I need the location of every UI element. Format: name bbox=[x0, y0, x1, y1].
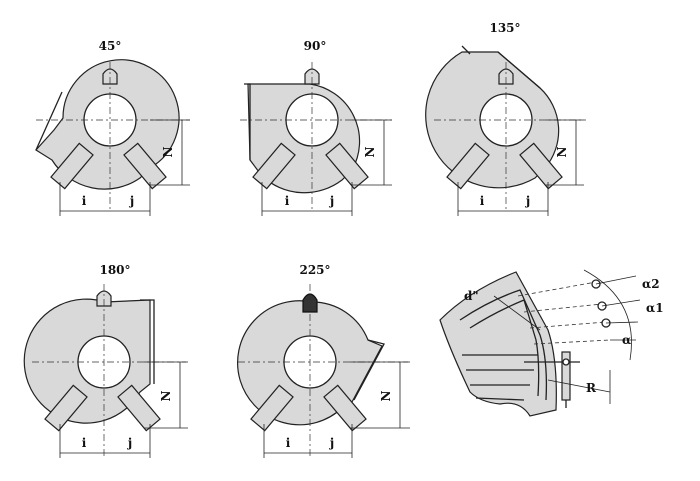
angle-label-225: 225° bbox=[299, 263, 330, 277]
discharge-duct-edge bbox=[35, 91, 63, 151]
dim-j: j bbox=[525, 194, 530, 208]
view-90: 90° i j N bbox=[240, 39, 392, 216]
top-mount bbox=[498, 68, 514, 85]
label-alpha1: α1 bbox=[646, 301, 664, 315]
angle-label-90: 90° bbox=[304, 39, 327, 53]
left-foot bbox=[252, 142, 296, 190]
guide-vanes bbox=[462, 354, 538, 401]
control-rods bbox=[517, 279, 611, 345]
label-d: d" bbox=[464, 289, 479, 303]
dim-i: i bbox=[480, 194, 485, 208]
left-foot bbox=[44, 384, 88, 432]
dim-j: j bbox=[329, 436, 334, 450]
left-foot bbox=[250, 384, 294, 432]
label-r: R bbox=[586, 381, 597, 395]
dim-n: N bbox=[379, 390, 393, 401]
duct-body bbox=[439, 271, 557, 417]
dim-j: j bbox=[127, 436, 132, 450]
right-foot bbox=[519, 142, 563, 190]
dim-i: i bbox=[82, 436, 87, 450]
right-foot bbox=[123, 142, 167, 190]
view-45: 45° i j N bbox=[35, 39, 190, 216]
angle-label-180: 180° bbox=[99, 263, 130, 277]
damper-detail-view: α2 α1 α R d" bbox=[439, 269, 664, 417]
view-225: 225° i j N bbox=[237, 263, 410, 458]
right-foot bbox=[323, 384, 367, 432]
d-leader bbox=[493, 295, 541, 331]
dim-n: N bbox=[159, 390, 173, 401]
angle-label-135: 135° bbox=[489, 21, 520, 35]
left-foot bbox=[50, 142, 94, 190]
right-foot bbox=[325, 142, 369, 190]
top-mount bbox=[304, 68, 320, 85]
top-mount bbox=[96, 290, 112, 307]
discharge-duct-edge bbox=[353, 339, 385, 401]
left-foot bbox=[446, 142, 490, 190]
dim-n: N bbox=[363, 146, 377, 157]
alpha-arc bbox=[583, 269, 632, 361]
dim-i: i bbox=[286, 436, 291, 450]
discharge-duct-edge bbox=[461, 45, 541, 89]
view-135: 135° i j N bbox=[425, 21, 586, 216]
view-180: 180° i j N bbox=[23, 263, 188, 458]
dim-j: j bbox=[329, 194, 334, 208]
dim-j: j bbox=[129, 194, 134, 208]
dim-n: N bbox=[555, 146, 569, 157]
angle-label-45: 45° bbox=[99, 39, 122, 53]
dim-i: i bbox=[285, 194, 290, 208]
bolt-assembly bbox=[524, 351, 580, 408]
discharge-duct-edge bbox=[140, 299, 155, 384]
dim-i: i bbox=[82, 194, 87, 208]
right-foot bbox=[117, 384, 161, 432]
discharge-duct-edge bbox=[244, 83, 251, 160]
dim-n: N bbox=[161, 146, 175, 157]
label-alpha: α bbox=[622, 333, 631, 347]
label-alpha2: α2 bbox=[642, 277, 660, 291]
top-mount bbox=[102, 68, 118, 85]
